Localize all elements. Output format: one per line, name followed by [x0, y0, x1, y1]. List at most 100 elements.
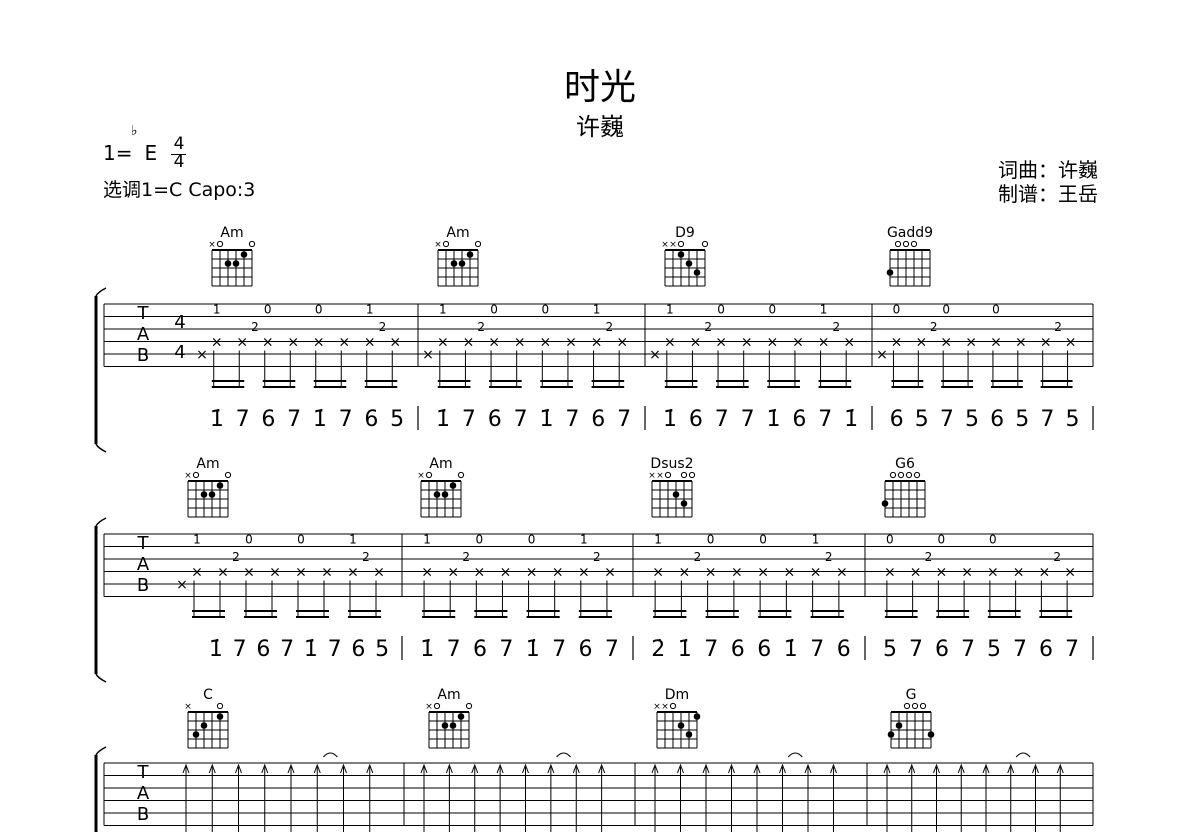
- strum-arrow: [313, 763, 321, 774]
- strum-arrow: [753, 763, 761, 774]
- chord-name: C: [203, 687, 213, 703]
- tab-fret-number: 2: [925, 550, 933, 564]
- jianpu-note: 5: [1015, 407, 1029, 432]
- tab-fret-number: 2: [477, 320, 485, 334]
- tab-clef-letter: A: [137, 324, 150, 345]
- tab-fret-number: 2: [251, 320, 259, 334]
- open-marker: [664, 471, 672, 479]
- muted-note: ×: [295, 565, 307, 581]
- tab-clef-letter: B: [137, 575, 149, 596]
- finger-dot: [677, 722, 685, 729]
- jianpu-note: 7: [339, 407, 353, 432]
- muted-note: ×: [679, 565, 691, 581]
- jianpu-note: 5: [883, 637, 897, 662]
- jianpu-note: 6: [473, 637, 487, 662]
- key-prefix: 1=: [103, 141, 133, 165]
- open-marker: [894, 240, 902, 248]
- muted-note: ×: [500, 565, 512, 581]
- bass-muted-note: ×: [876, 347, 888, 363]
- tab-fret-number: 2: [379, 320, 387, 334]
- muted-note: ×: [211, 335, 223, 351]
- tie-arc: [556, 752, 571, 758]
- jianpu-note: 6: [351, 637, 365, 662]
- open-marker: [677, 240, 685, 248]
- chord-name: Dm: [665, 687, 689, 703]
- chord-diagram: ×: [417, 471, 465, 518]
- chord-diagram: ×: [184, 471, 232, 518]
- muted-note: ×: [217, 565, 229, 581]
- chord-name: Dsus2: [650, 456, 693, 472]
- muted-note: ×: [766, 335, 778, 351]
- jianpu-note: 7: [462, 407, 476, 432]
- finger-dot: [200, 722, 208, 729]
- finger-dot: [466, 251, 474, 258]
- jianpu-note: 5: [915, 407, 929, 432]
- jianpu-note: 7: [499, 637, 513, 662]
- chord-name: Am: [437, 687, 460, 703]
- chord-name: G: [906, 687, 917, 703]
- tab-fret-number: 0: [297, 533, 305, 547]
- finger-dot: [693, 713, 701, 720]
- tab-clef-letter: B: [137, 804, 149, 825]
- finger-dot: [685, 260, 693, 267]
- muted-note: ×: [664, 335, 676, 351]
- mute-marker: ×: [653, 702, 661, 712]
- muted-note: ×: [269, 565, 281, 581]
- tab-fret-number: 1: [366, 303, 374, 317]
- muted-note: ×: [843, 335, 855, 351]
- finger-dot: [457, 713, 465, 720]
- jianpu-note: 7: [328, 637, 342, 662]
- jianpu-note: 1̇: [539, 407, 553, 432]
- jianpu-note: 7: [617, 407, 631, 432]
- tie-arc: [322, 752, 338, 758]
- muted-note: ×: [715, 335, 727, 351]
- tab-fret-number: 0: [768, 303, 776, 317]
- bracket-hook: [95, 517, 107, 527]
- jianpu-note: 7: [715, 407, 729, 432]
- muted-note: ×: [421, 565, 433, 581]
- finger-dot: [685, 731, 693, 738]
- finger-dot: [887, 731, 895, 738]
- tab-fret-number: 0: [942, 303, 950, 317]
- strum-arrow: [366, 763, 374, 774]
- muted-note: ×: [936, 565, 948, 581]
- tab-fret-number: 2: [833, 320, 841, 334]
- finger-dot: [224, 260, 232, 267]
- bass-muted-note: ×: [649, 347, 661, 363]
- finger-dot: [881, 500, 889, 507]
- jianpu-note: 7: [514, 407, 528, 432]
- finger-dot: [677, 251, 685, 258]
- tab-fret-number: 2: [362, 550, 370, 564]
- jianpu-note: 6: [256, 637, 270, 662]
- song-artist: 许巍: [576, 113, 624, 141]
- strum-arrow: [830, 763, 837, 774]
- muted-note: ×: [1065, 335, 1077, 351]
- muted-note: ×: [652, 565, 664, 581]
- strum-arrow: [547, 763, 555, 774]
- muted-note: ×: [987, 565, 999, 581]
- finger-dot: [693, 269, 701, 276]
- jianpu-note: 6: [591, 407, 605, 432]
- mute-marker: ×: [208, 240, 216, 250]
- muted-note: ×: [810, 565, 822, 581]
- tab-fret-number: 2: [462, 550, 470, 564]
- open-marker: [701, 240, 709, 248]
- chord-diagram: ×: [184, 702, 229, 749]
- mute-marker: ×: [656, 471, 664, 481]
- tab-fret-number: 2: [704, 320, 712, 334]
- tab-fret-number: 2: [1053, 550, 1061, 564]
- transcriber-credit: 制谱：王岳: [998, 182, 1098, 206]
- lyricist-composer-credit: 词曲：许巍: [998, 158, 1098, 182]
- jianpu-note: 6: [935, 637, 949, 662]
- tab-fret-number: 2: [694, 550, 702, 564]
- jianpu-note: 7: [940, 407, 954, 432]
- tab-fret-number: 1: [654, 533, 662, 547]
- open-marker: [216, 240, 224, 248]
- bracket-hook: [95, 673, 107, 683]
- staff-time-top: 4: [174, 312, 185, 333]
- muted-note: ×: [514, 335, 526, 351]
- key-letter: E: [144, 141, 158, 165]
- open-marker: [457, 471, 465, 479]
- strum-arrow: [445, 763, 453, 774]
- bass-muted-note: ×: [422, 347, 434, 363]
